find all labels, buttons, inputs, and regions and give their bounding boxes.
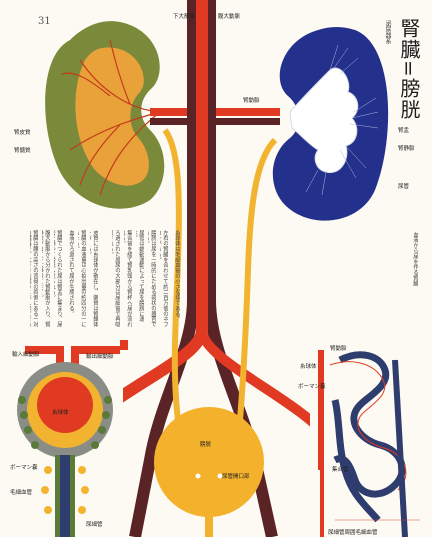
label-collecting-right: 集合管 — [332, 465, 349, 473]
label-efferent: 輸出細動脈 — [86, 352, 114, 360]
label-capillary: 毛細血管 — [10, 488, 32, 496]
body-text-right: 血液から尿を作る腎臓 — [410, 232, 418, 302]
label-tubule: 尿細管 — [86, 520, 103, 528]
glomerulus-diagram — [8, 340, 128, 537]
body-text-col: 集合管を経て腎乳頭から腎杯へ尿が流れ出る。 — [124, 230, 132, 330]
label-aorta: 腹大動脈 — [218, 12, 240, 20]
label-ureter: 尿管 — [398, 182, 409, 190]
body-text-col: 左右の腎臓を合わせて約二百万個のネフロンがある。 — [160, 230, 168, 330]
label-afferent: 輸入細動脈 — [12, 350, 40, 358]
body-text-col: 血液がろ過されて尿が生成される。 — [66, 230, 74, 330]
right-kidney — [273, 27, 388, 221]
label-renal-medulla: 腎髄質 — [14, 146, 31, 154]
body-text-col: 腹大動脈から分かれた腎動脈が入り、腎静脈が出て下大静脈に注ぐ。 — [42, 230, 50, 330]
nephron-diagram — [310, 340, 432, 537]
body-text-col: 腎臓でつくられた尿は腎盂に集まり、尿管を通って膀胱へ送られる。 — [54, 230, 62, 330]
body-text-col: 腎臓は腰の高さの背骨の両側にある一対の臓器で、大きさは握りこぶしほどである。 — [30, 230, 38, 330]
label-ivc: 下大静脈 — [173, 12, 195, 20]
label-ureter-orifice: 尿管開口部 — [222, 472, 250, 480]
label-renal-cortex: 腎皮質 — [14, 128, 31, 136]
label-renal-artery-small: 腎動脈 — [330, 344, 347, 352]
label-renal-pelvis: 腎盂 — [398, 126, 409, 134]
body-text-col: 皮質には糸球体が散在し、髄質は腎錐体をつくる。 — [90, 230, 98, 330]
bladder-shape — [154, 407, 264, 517]
body-text-col: ろ過された原尿の大部分は尿細管で再吸収される。 — [112, 230, 120, 330]
body-text-col: 糸球体は毛細血管の小さな球である。 — [172, 230, 180, 330]
label-renal-artery: 腎動脈 — [243, 96, 260, 104]
left-kidney — [45, 21, 164, 209]
body-text-col: 腎臓の血液量は心拍出量の約四分の一にあたる。 — [78, 230, 86, 330]
label-glomerulus: 糸球体 — [52, 408, 69, 416]
label-bowman: ボーマン嚢 — [10, 463, 38, 471]
label-bowman-right: ボーマン嚢 — [298, 382, 326, 390]
body-text-col: 尿管は蠕動運動によって尿を膀胱に運ぶ。 — [136, 230, 144, 330]
label-peritubular: 尿細管周囲毛細血管 — [328, 528, 378, 536]
label-bladder: 膀胱 — [200, 440, 211, 448]
label-glomerulus-right: 糸球体 — [300, 362, 317, 370]
body-text-col: 膀胱は尿を一時的にためる袋状の器官である。 — [148, 230, 156, 330]
label-renal-vein: 腎静脈 — [398, 144, 415, 152]
aorta-vessel — [196, 0, 208, 332]
